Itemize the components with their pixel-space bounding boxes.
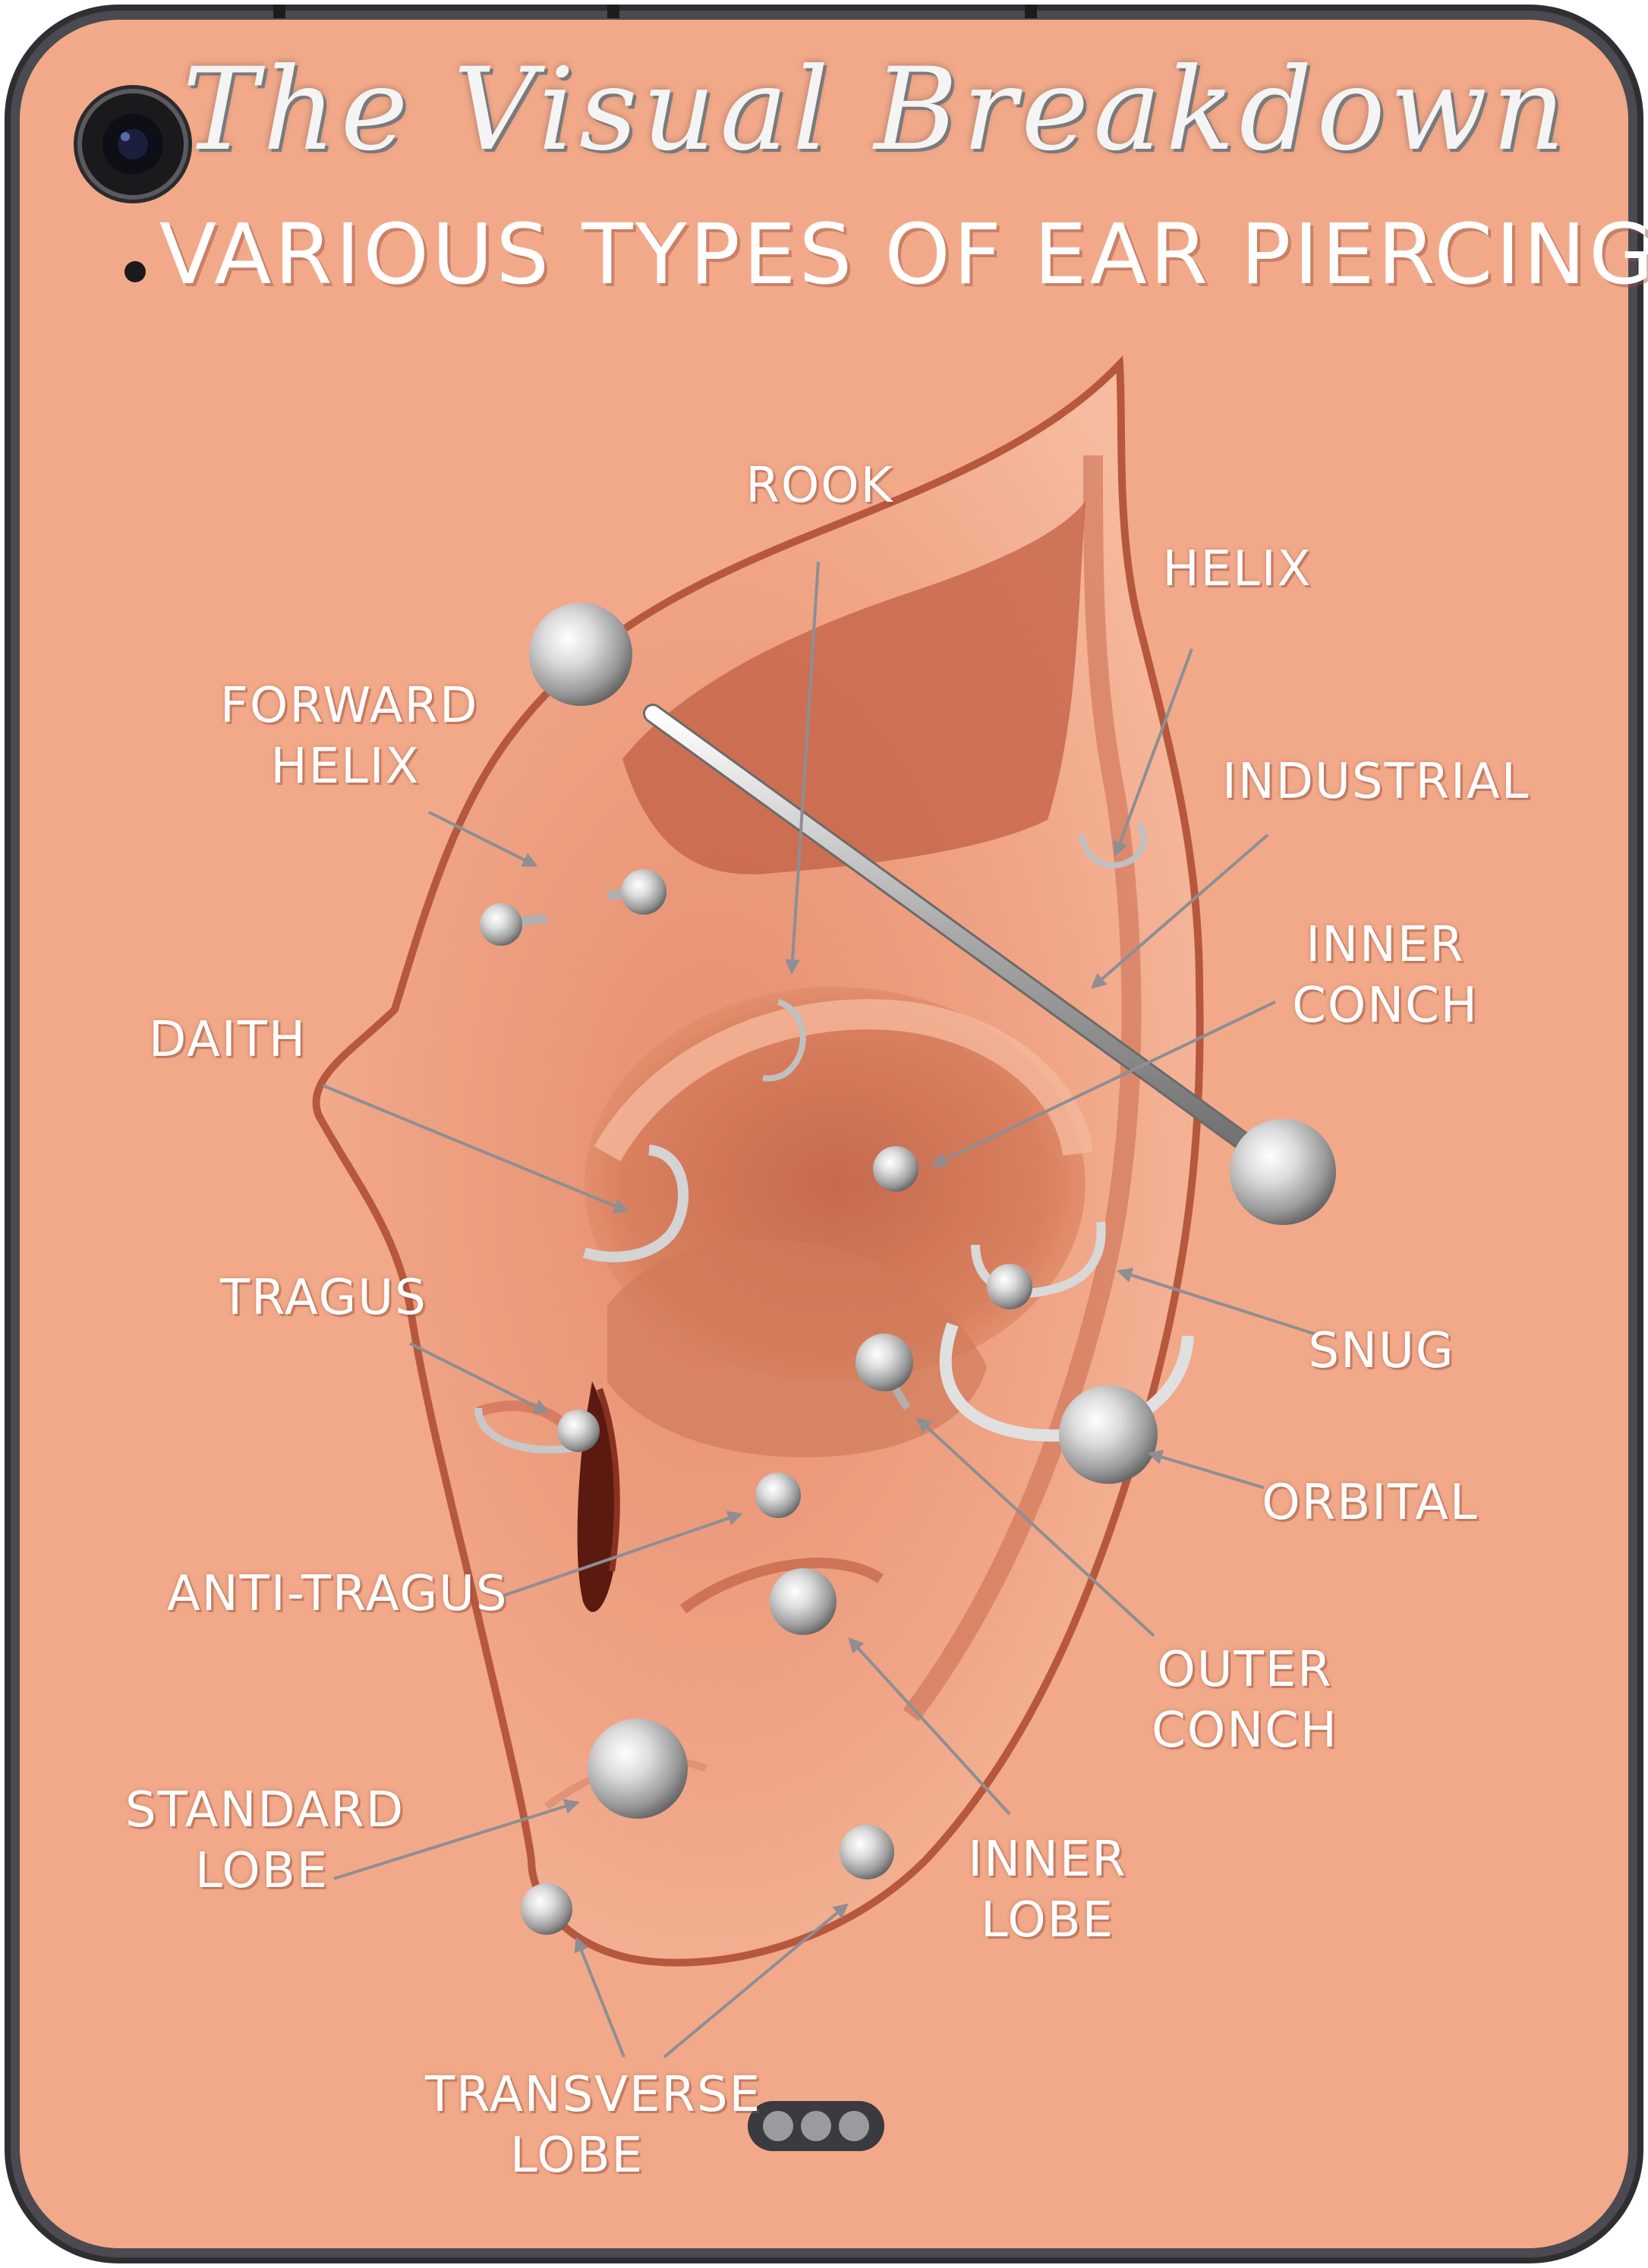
smart-connector-icon bbox=[748, 2101, 884, 2151]
label-industrial: INDUSTRIAL bbox=[1222, 754, 1530, 810]
label-helix: HELIX bbox=[1162, 541, 1312, 597]
page-subtitle: VARIOUS TYPES OF EAR PIERCINGS bbox=[159, 206, 1648, 303]
label-anti-tragus: ANTI-TRAGUS bbox=[167, 1566, 509, 1622]
page-title: The Visual Breakdown bbox=[182, 44, 1570, 176]
label-outer-conch: OUTER CONCH bbox=[1152, 1642, 1338, 1759]
camera-icon bbox=[74, 85, 192, 203]
ear-illustration bbox=[312, 355, 1204, 1967]
label-inner-lobe: INNER LOBE bbox=[968, 1832, 1127, 1948]
pointer-lines bbox=[322, 561, 1322, 2059]
label-rook: ROOK bbox=[745, 458, 894, 514]
label-orbital: ORBITAL bbox=[1262, 1475, 1479, 1531]
label-tragus: TRAGUS bbox=[220, 1270, 427, 1326]
industrial-ball-top bbox=[529, 603, 632, 706]
industrial-ball-bottom bbox=[1230, 1119, 1336, 1225]
label-daith: DAITH bbox=[148, 1012, 307, 1068]
label-transverse-lobe: TRANSVERSE LOBE bbox=[425, 2067, 761, 2184]
label-inner-conch: INNER CONCH bbox=[1292, 917, 1479, 1034]
label-snug: SNUG bbox=[1308, 1323, 1455, 1379]
label-forward-helix: FORWARD HELIX bbox=[220, 678, 479, 795]
label-standard-lobe: STANDARD LOBE bbox=[125, 1782, 405, 1899]
mic-hole-icon bbox=[124, 261, 146, 282]
jewelry bbox=[474, 603, 1336, 1935]
